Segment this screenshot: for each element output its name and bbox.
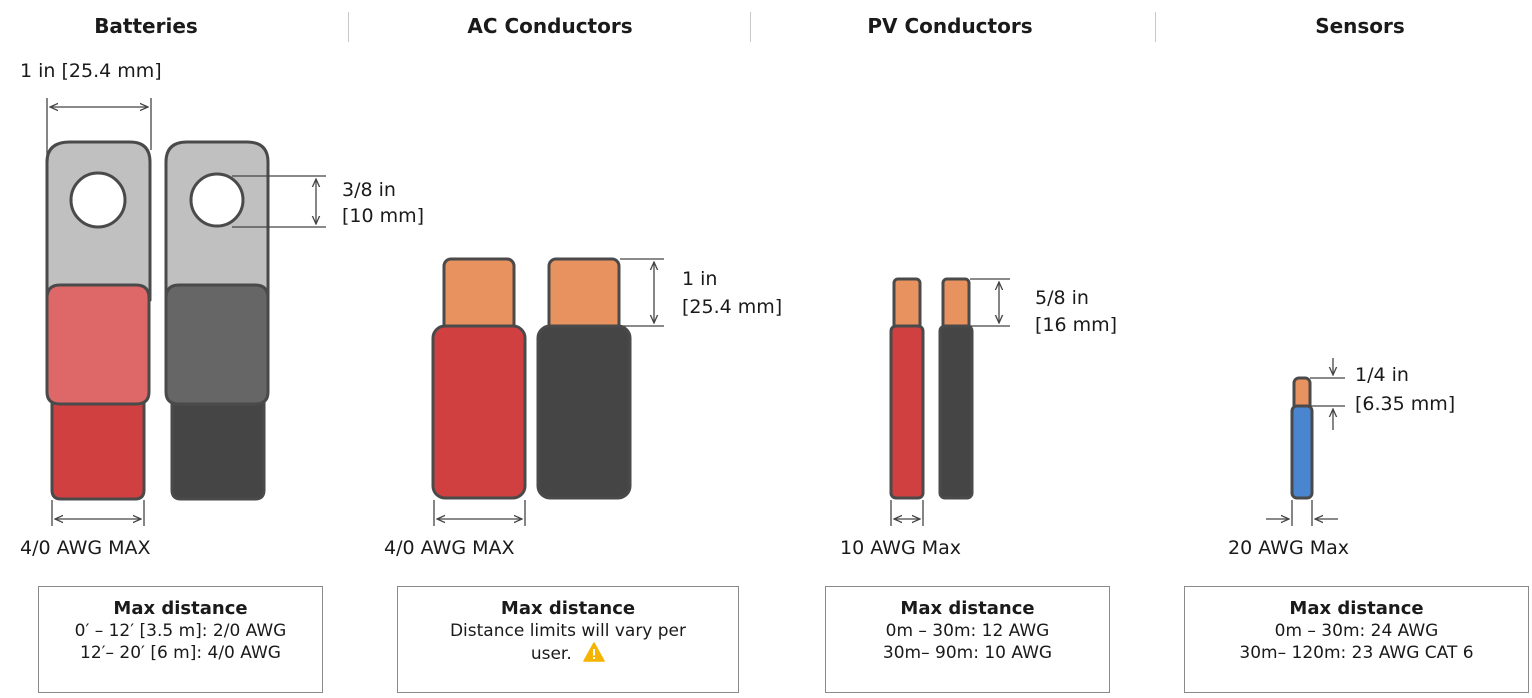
sensor-strip-dimension: [1310, 358, 1345, 430]
red-ac-conductor: [431, 257, 527, 500]
red-battery-lug: [45, 140, 152, 501]
battery-max-distance-box: Max distance 0′ – 12′ [3.5 m]: 2/0 AWG 1…: [38, 586, 323, 693]
battery-width-label: 1 in [25.4 mm]: [20, 60, 162, 82]
header-divider: [348, 12, 349, 42]
battery-gauge-dimension: [51, 500, 145, 526]
sensor-max-distance-box: Max distance 0m – 30m: 24 AWG 30m– 120m:…: [1184, 586, 1529, 693]
box-line: 30m– 90m: 10 AWG: [882, 643, 1053, 663]
ac-conductors-header: AC Conductors: [467, 14, 633, 38]
black-battery-lug: [164, 140, 270, 501]
pv-conductors-header: PV Conductors: [867, 14, 1033, 38]
ac-gauge-dimension: [433, 500, 526, 526]
battery-hole-dimension: [232, 175, 326, 228]
box-line: 0m – 30m: 12 AWG: [885, 621, 1050, 641]
sensor-strip-label-line2: [6.35 mm]: [1355, 393, 1456, 415]
pv-strip-dimension: [970, 278, 1010, 327]
red-pv-conductor: [889, 277, 925, 500]
batteries-header: Batteries: [94, 14, 198, 38]
pv-max-distance-box: Max distance 0m – 30m: 12 AWG 30m– 90m: …: [825, 586, 1110, 693]
box-line: 30m– 120m: 23 AWG CAT 6: [1239, 643, 1474, 663]
ac-strip-dimension: [620, 258, 664, 327]
sensor-gauge-dimension: [1266, 500, 1338, 526]
pv-gauge-label: 10 AWG Max: [840, 537, 962, 559]
battery-hole-label-line1: 3/8 in: [342, 179, 396, 201]
box-line: 0m – 30m: 24 AWG: [1274, 621, 1439, 641]
box-title: Max distance: [113, 598, 248, 619]
box-title: Max distance: [900, 598, 1035, 619]
pv-gauge-dimension: [890, 500, 924, 526]
box-line: Distance limits will vary per: [449, 621, 687, 641]
box-title: Max distance: [500, 598, 636, 619]
ac-gauge-label: 4/0 AWG MAX: [384, 537, 515, 559]
sensor-wire: [1290, 376, 1314, 500]
box-title: Max distance: [1289, 598, 1424, 619]
box-line: 12′– 20′ [6 m]: 4/0 AWG: [80, 643, 281, 663]
sensors-header: Sensors: [1315, 14, 1405, 38]
header-divider: [750, 12, 751, 42]
box-line: user.: [530, 644, 572, 664]
sensor-gauge-label: 20 AWG Max: [1228, 537, 1350, 559]
ac-strip-label-line1: 1 in: [682, 268, 718, 290]
ac-strip-label-line2: [25.4 mm]: [682, 296, 783, 318]
battery-width-dimension: [46, 98, 152, 160]
black-pv-conductor: [938, 277, 974, 500]
box-line-with-warning: user.: [398, 642, 738, 665]
battery-gauge-label: 4/0 AWG MAX: [20, 537, 151, 559]
sensor-strip-label-line1: 1/4 in: [1355, 364, 1409, 386]
header-divider: [1155, 12, 1156, 42]
pv-strip-label-line2: [16 mm]: [1035, 314, 1118, 336]
ac-max-distance-box: Max distance Distance limits will vary p…: [397, 586, 739, 693]
black-ac-conductor: [536, 257, 632, 500]
warning-triangle-icon: [583, 642, 605, 662]
battery-hole-label-line2: [10 mm]: [342, 205, 425, 227]
box-line: 0′ – 12′ [3.5 m]: 2/0 AWG: [74, 621, 287, 641]
pv-strip-label-line1: 5/8 in: [1035, 287, 1089, 309]
